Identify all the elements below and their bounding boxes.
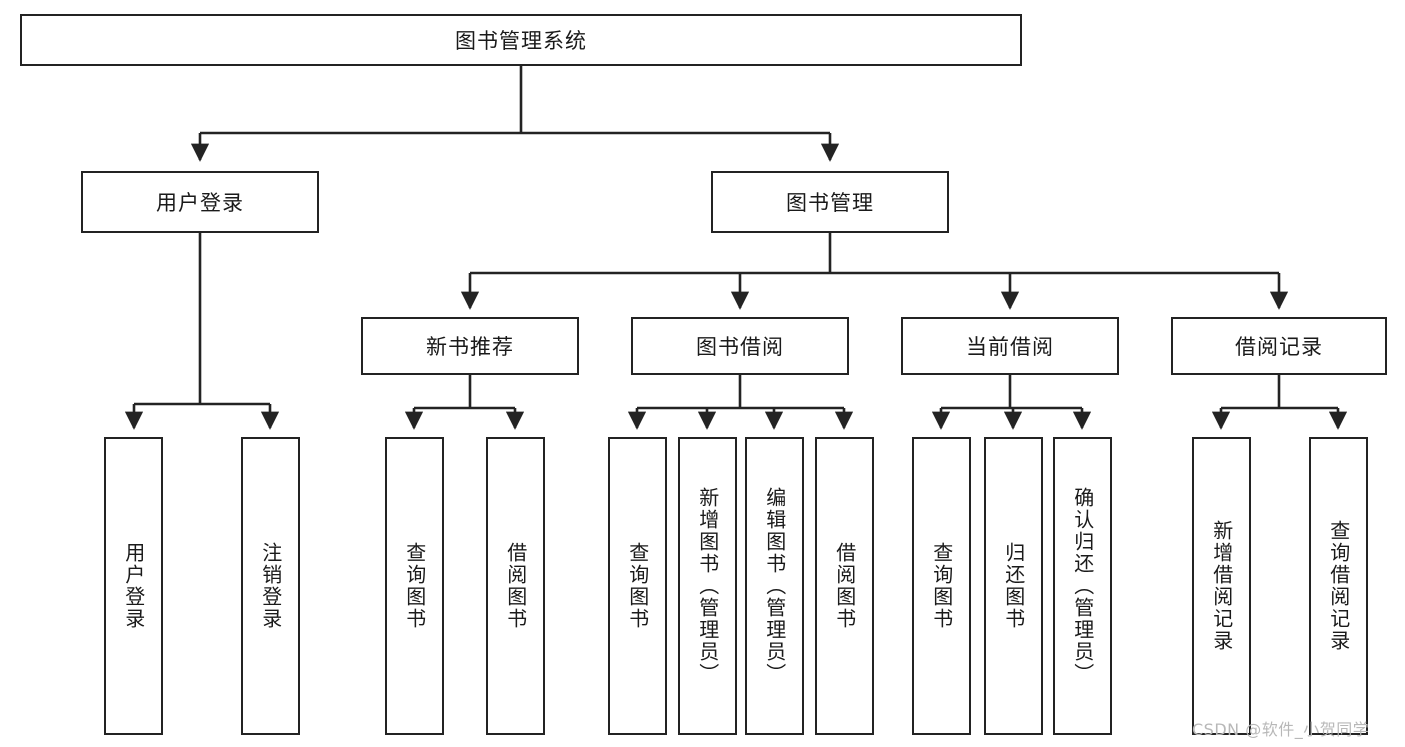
leaf-user-login-label: 用户登录 xyxy=(121,542,146,630)
leaf-query-borrow-record-label: 查询借阅记录 xyxy=(1326,520,1351,652)
node-new-book-recommend[interactable]: 新书推荐 xyxy=(361,317,579,375)
leaf-edit-book-label: 编辑图书（管理员） xyxy=(762,487,787,685)
node-user-login[interactable]: 用户登录 xyxy=(81,171,319,233)
leaf-user-login[interactable]: 用户登录 xyxy=(104,437,163,735)
leaf-return-book-label: 归还图书 xyxy=(1001,542,1026,630)
node-current-borrow[interactable]: 当前借阅 xyxy=(901,317,1119,375)
leaf-query-book-recommend-label: 查询图书 xyxy=(402,542,427,630)
node-borrow-record-label: 借阅记录 xyxy=(1235,335,1323,359)
node-book-borrow-label: 图书借阅 xyxy=(696,335,784,359)
leaf-add-borrow-record-label: 新增借阅记录 xyxy=(1209,520,1234,652)
leaf-return-book[interactable]: 归还图书 xyxy=(984,437,1043,735)
leaf-query-book-borrow-label: 查询图书 xyxy=(625,542,650,630)
leaf-add-book[interactable]: 新增图书（管理员） xyxy=(678,437,737,735)
leaf-borrow-book-label: 借阅图书 xyxy=(832,542,857,630)
leaf-user-logout[interactable]: 注销登录 xyxy=(241,437,300,735)
leaf-edit-book[interactable]: 编辑图书（管理员） xyxy=(745,437,804,735)
node-current-borrow-label: 当前借阅 xyxy=(966,335,1054,359)
node-root[interactable]: 图书管理系统 xyxy=(20,14,1022,66)
leaf-add-borrow-record[interactable]: 新增借阅记录 xyxy=(1192,437,1251,735)
leaf-borrow-book-recommend-label: 借阅图书 xyxy=(503,542,528,630)
node-user-login-label: 用户登录 xyxy=(156,191,244,215)
leaf-query-book-current[interactable]: 查询图书 xyxy=(912,437,971,735)
node-book-management-label: 图书管理 xyxy=(786,191,874,215)
node-root-label: 图书管理系统 xyxy=(455,29,587,53)
watermark-label: CSDN @软件_小贺同学 xyxy=(1192,720,1370,739)
leaf-borrow-book-recommend[interactable]: 借阅图书 xyxy=(486,437,545,735)
leaf-user-logout-label: 注销登录 xyxy=(258,542,283,630)
leaf-query-borrow-record[interactable]: 查询借阅记录 xyxy=(1309,437,1368,735)
leaf-query-book-recommend[interactable]: 查询图书 xyxy=(385,437,444,735)
leaf-query-book-borrow[interactable]: 查询图书 xyxy=(608,437,667,735)
node-book-borrow[interactable]: 图书借阅 xyxy=(631,317,849,375)
leaf-confirm-return-label: 确认归还（管理员） xyxy=(1070,487,1095,685)
leaf-borrow-book[interactable]: 借阅图书 xyxy=(815,437,874,735)
node-book-management[interactable]: 图书管理 xyxy=(711,171,949,233)
node-borrow-record[interactable]: 借阅记录 xyxy=(1171,317,1387,375)
leaf-add-book-label: 新增图书（管理员） xyxy=(695,487,720,685)
node-new-book-recommend-label: 新书推荐 xyxy=(426,335,514,359)
leaf-confirm-return[interactable]: 确认归还（管理员） xyxy=(1053,437,1112,735)
leaf-query-book-current-label: 查询图书 xyxy=(929,542,954,630)
